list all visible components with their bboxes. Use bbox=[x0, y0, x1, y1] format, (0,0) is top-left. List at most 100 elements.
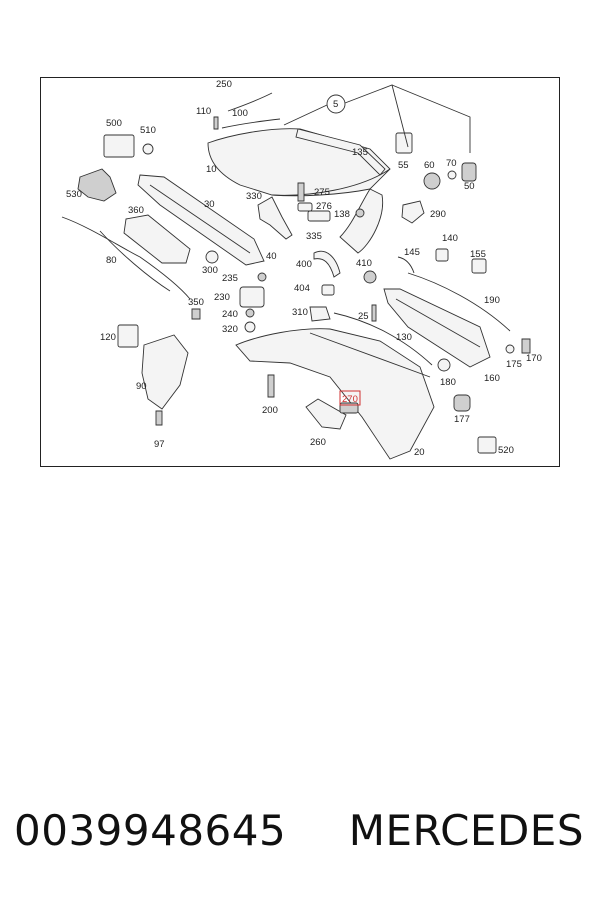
callout-label: 510 bbox=[140, 125, 156, 136]
part-404 bbox=[321, 284, 335, 296]
bolt-97 bbox=[155, 410, 163, 426]
callout-label: 177 bbox=[454, 414, 470, 425]
trim-strip-100 bbox=[221, 118, 281, 129]
ring-180 bbox=[437, 358, 451, 372]
cover-lower-edge bbox=[271, 168, 391, 196]
highlight-box-270 bbox=[339, 390, 361, 406]
callout-label: 40 bbox=[266, 251, 277, 262]
brand-name: MERCEDES bbox=[348, 805, 584, 855]
callout-label: 180 bbox=[440, 377, 456, 388]
trim-strip-250 bbox=[227, 92, 273, 112]
diffuser-190 bbox=[383, 288, 491, 368]
callout-label: 360 bbox=[128, 205, 144, 216]
callout-label: 350 bbox=[188, 297, 204, 308]
callout-label-highlighted: 270 bbox=[342, 394, 358, 405]
callout-label: 250 bbox=[216, 79, 232, 90]
part-55-box bbox=[395, 132, 413, 154]
callout-label: 404 bbox=[294, 283, 310, 294]
bolt-275 bbox=[297, 182, 305, 202]
callout-label: 230 bbox=[214, 292, 230, 303]
bracket-90 bbox=[141, 334, 189, 410]
callout-label: 50 bbox=[464, 181, 475, 192]
callout-label: 235 bbox=[222, 273, 238, 284]
callout-label: 190 bbox=[484, 295, 500, 306]
trim-strip-190 bbox=[407, 272, 511, 332]
callout-label: 130 bbox=[396, 332, 412, 343]
clip-276 bbox=[297, 202, 313, 212]
bracket-330 bbox=[257, 196, 293, 240]
corner-piece bbox=[339, 188, 384, 254]
callout-label: 145 bbox=[404, 247, 420, 258]
callout-label: 500 bbox=[106, 118, 122, 129]
caption-bar: 0039948645 MERCEDES bbox=[0, 800, 600, 860]
callout-label: 300 bbox=[202, 265, 218, 276]
part-290 bbox=[401, 200, 425, 224]
callout-label: 276 bbox=[316, 201, 332, 212]
part-235 bbox=[257, 272, 267, 282]
callout-label: 320 bbox=[222, 324, 238, 335]
part-320 bbox=[244, 321, 256, 333]
callout-label: 140 bbox=[442, 233, 458, 244]
part-140 bbox=[435, 248, 449, 262]
part-155 bbox=[471, 258, 487, 274]
callout-label: 120 bbox=[100, 332, 116, 343]
callout-label: 240 bbox=[222, 309, 238, 320]
sensor-60 bbox=[423, 172, 441, 190]
callout-label: 530 bbox=[66, 189, 82, 200]
callout-label: 200 bbox=[262, 405, 278, 416]
callout-5-circle bbox=[326, 94, 346, 114]
callout-label: 5 bbox=[333, 99, 338, 110]
bolt-350 bbox=[191, 308, 201, 320]
bracket-530 bbox=[77, 168, 117, 202]
part-510 bbox=[142, 143, 154, 155]
callout-label: 70 bbox=[446, 158, 457, 169]
sensor-50 bbox=[461, 162, 477, 182]
ring-70 bbox=[447, 170, 457, 180]
part-240 bbox=[245, 308, 255, 318]
bolt-25 bbox=[371, 304, 377, 322]
bracket-230 bbox=[239, 286, 265, 308]
trim-400 bbox=[313, 250, 341, 278]
lower-bumper-cover bbox=[235, 328, 435, 460]
part-520 bbox=[477, 436, 497, 454]
callout-label: 90 bbox=[136, 381, 147, 392]
callout-label: 25 bbox=[358, 311, 369, 322]
callout-label: 335 bbox=[306, 231, 322, 242]
callout-label: 155 bbox=[470, 249, 486, 260]
callout-label: 410 bbox=[356, 258, 372, 269]
nut-138 bbox=[355, 208, 365, 218]
bracket-260 bbox=[305, 398, 347, 430]
part-145 bbox=[397, 256, 415, 274]
callout-label: 160 bbox=[484, 373, 500, 384]
callout-label: 275 bbox=[314, 187, 330, 198]
ring-175 bbox=[505, 344, 515, 354]
parts-diagram: 250 110 100 5 500 510 10 135 55 60 70 50… bbox=[61, 79, 542, 460]
clip-410 bbox=[363, 270, 377, 284]
callout-label: 100 bbox=[232, 108, 248, 119]
bolt-170 bbox=[521, 338, 531, 354]
callout-label: 330 bbox=[246, 191, 262, 202]
bolt-110 bbox=[213, 116, 219, 130]
absorber-360 bbox=[123, 214, 191, 264]
callout-label: 80 bbox=[106, 255, 117, 266]
callout-label: 175 bbox=[506, 359, 522, 370]
callout-label: 10 bbox=[206, 164, 217, 175]
part-500 bbox=[103, 134, 135, 158]
clip-335 bbox=[307, 210, 331, 222]
callout-label: 138 bbox=[334, 209, 350, 220]
callout-label: 400 bbox=[296, 259, 312, 270]
callout-label: 135 bbox=[352, 147, 368, 158]
grille-strip-135 bbox=[295, 128, 386, 176]
callout-label: 290 bbox=[430, 209, 446, 220]
part-300 bbox=[205, 250, 219, 264]
plate-120 bbox=[117, 324, 139, 348]
callout-label: 260 bbox=[310, 437, 326, 448]
callout-label: 30 bbox=[204, 199, 215, 210]
callout-label: 310 bbox=[292, 307, 308, 318]
callout-label: 520 bbox=[498, 445, 514, 456]
callout-label: 60 bbox=[424, 160, 435, 171]
wiring-80 bbox=[61, 216, 191, 300]
callout-label: 170 bbox=[526, 353, 542, 364]
callout-label: 20 bbox=[414, 447, 425, 458]
part-310 bbox=[309, 306, 331, 322]
